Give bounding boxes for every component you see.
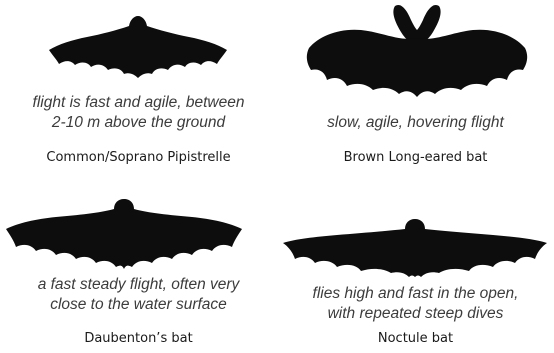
noctule-description-line-2: with repeated steep dives [277,304,554,324]
noctule-description-line-1: flies high and fast in the open, [277,284,554,304]
bat-card-daubentons: a fast steady flight, often very close t… [0,177,277,353]
long-eared-species-name: Brown Long-eared bat [277,150,554,166]
noctule-bat-silhouette-icon [281,215,549,279]
long-eared-bat-silhouette-icon [301,2,533,100]
daubentons-bat-silhouette-icon [4,195,244,271]
pipistrelle-silhouette-icon [47,12,229,82]
pipistrelle-description-line-2: 2-10 m above the ground [0,113,277,133]
daubentons-description-line-2: close to the water surface [0,295,277,315]
daubentons-species-name: Daubenton’s bat [0,331,277,347]
daubentons-description-line-1: a fast steady flight, often very [0,275,277,295]
pipistrelle-species-name: Common/Soprano Pipistrelle [0,150,277,166]
bat-card-pipistrelle: flight is fast and agile, between 2-10 m… [0,0,277,176]
noctule-species-name: Noctule bat [277,331,554,347]
bat-card-long-eared: slow, agile, hovering flight Brown Long-… [277,0,554,176]
long-eared-description-line-1: slow, agile, hovering flight [277,113,554,133]
bat-card-noctule: flies high and fast in the open, with re… [277,177,554,353]
pipistrelle-description-line-1: flight is fast and agile, between [0,93,277,113]
